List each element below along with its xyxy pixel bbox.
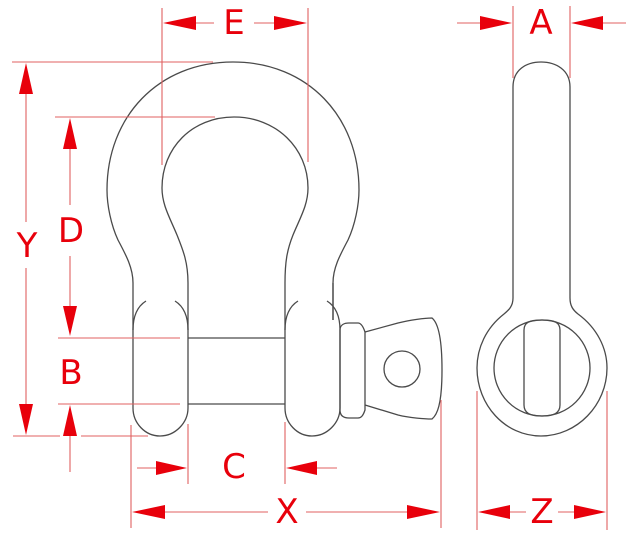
pin-head-outline [364,317,443,420]
arrow-up-icon [19,63,33,94]
right-ear-top-arc-r [326,300,341,331]
right-ear-outline [284,320,341,437]
dimension-B: B [58,337,180,472]
label-E: E [223,3,244,43]
arrow-left-icon [163,16,196,30]
arrow-left-icon [571,16,603,30]
arrow-left-icon [478,505,510,519]
arrow-up-icon [63,405,77,436]
front-view [106,61,443,437]
right-ear-top-arc-l [284,300,299,331]
arrow-right-icon [480,16,512,30]
label-B: B [59,353,82,393]
dimension-X: X [132,400,442,532]
dimension-Y: Y [12,61,213,437]
side-body-outline [476,61,608,437]
side-view [476,61,608,437]
dimension-D: D [55,116,215,336]
side-pin-end [523,319,561,417]
left-ear-top-arc-l [132,300,147,331]
arrow-up-icon [63,118,77,149]
label-Z: Z [530,492,553,532]
pin-collar-outline [339,322,366,419]
side-eye-inner [493,319,591,417]
arrow-right-icon [156,461,187,475]
arrow-right-icon [407,505,440,519]
arrow-down-icon [19,404,33,435]
dimension-A: A [457,3,626,78]
dimension-E: E [161,3,309,165]
arrow-right-icon [274,16,307,30]
dimension-C: C [130,422,337,528]
bow-inner-outline [161,116,309,320]
arrow-right-icon [574,505,606,519]
arrow-left-icon [132,505,165,519]
label-C: C [222,447,246,487]
left-ear-outline [132,320,189,437]
arrow-left-icon [286,461,317,475]
label-D: D [58,211,84,251]
label-Y: Y [16,226,38,266]
dimension-Z: Z [476,391,608,532]
left-ear-top-arc-r [174,300,189,331]
label-A: A [529,3,552,43]
arrow-down-icon [63,306,77,336]
label-X: X [275,492,298,532]
pin-head-hole [383,350,421,388]
bow-outer-outline [106,61,360,320]
